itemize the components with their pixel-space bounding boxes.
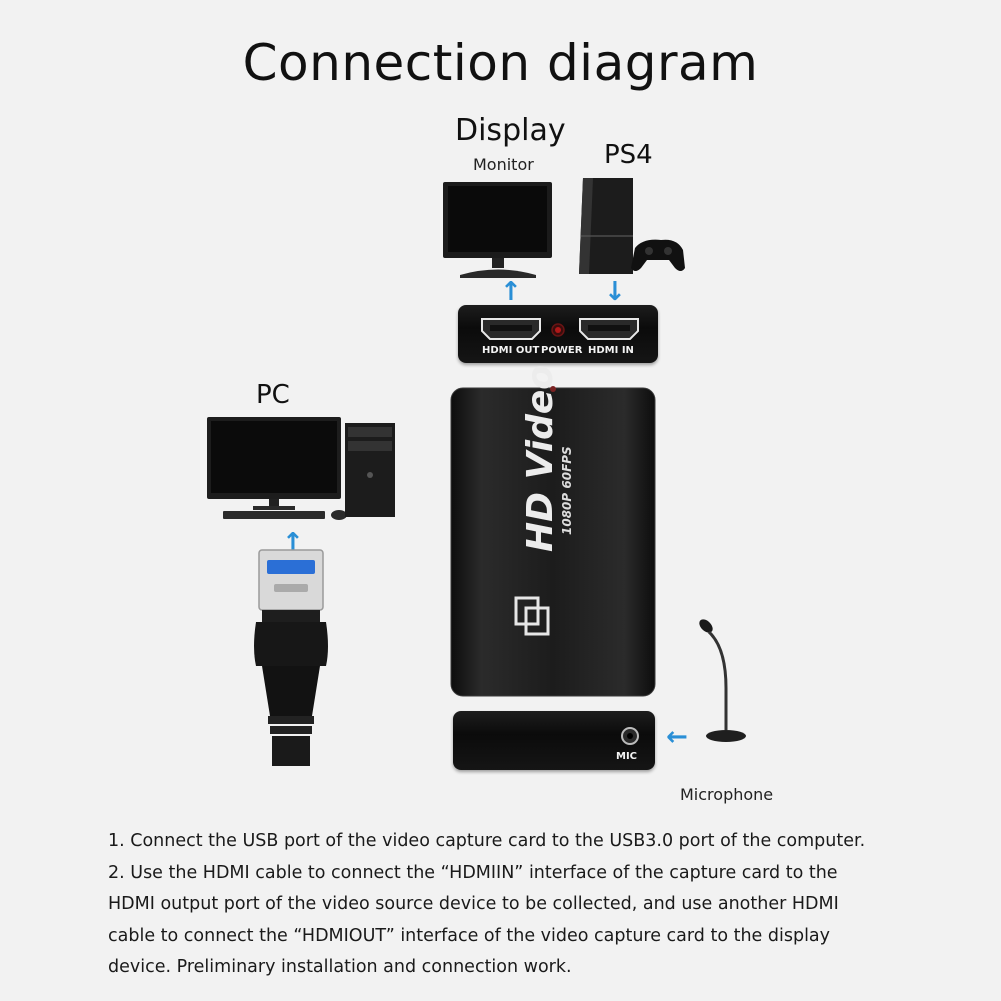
instruction-line: device. Preliminary installation and con… [108,957,572,977]
mic-label: MIC [616,751,638,762]
capture-card-body [450,386,656,697]
arrow-up-to-monitor: ↑ [500,277,522,307]
hdmi-port-panel: HDMI OUT POWER HDMI IN [458,305,658,363]
hdmi-out-label: HDMI OUT [482,345,540,356]
microphone-icon [699,619,746,742]
brand-sub-text: 1080P 60FPS [560,446,574,535]
arrow-down-from-ps4: ↓ [604,277,626,307]
mic-jack-icon [621,727,639,745]
hdmi-in-port-icon [579,318,639,340]
instruction-line: 2. Use the HDMI cable to connect the “HD… [108,862,838,883]
pc-label: PC [256,380,290,410]
display-label: Display [455,113,566,148]
monitor-icon [443,182,552,278]
ps4-console-icon [579,178,685,274]
mic-port-panel: MIC [453,711,655,770]
hdmi-in-label: HDMI IN [588,345,634,356]
instruction-line: cable to connect the “HDMIOUT” interface… [108,925,831,946]
monitor-label: Monitor [473,155,534,174]
usb-cable-icon [254,549,328,766]
page-title: Connection diagram [242,34,759,92]
instruction-line: 1. Connect the USB port of the video cap… [108,831,866,851]
microphone-label: Microphone [680,785,774,804]
power-led-icon [551,323,565,337]
hdmi-out-port-icon [481,318,541,340]
arrow-left-from-mic: ← [666,722,688,752]
instruction-line: HDMI output port of the video source dev… [108,894,839,914]
pc-icon [207,417,395,520]
ps4-label: PS4 [604,140,653,170]
power-label: POWER [541,345,583,356]
instructions-block: 1. Connect the USB port of the video cap… [108,826,968,984]
brand-main-text: HD Video [520,364,561,552]
